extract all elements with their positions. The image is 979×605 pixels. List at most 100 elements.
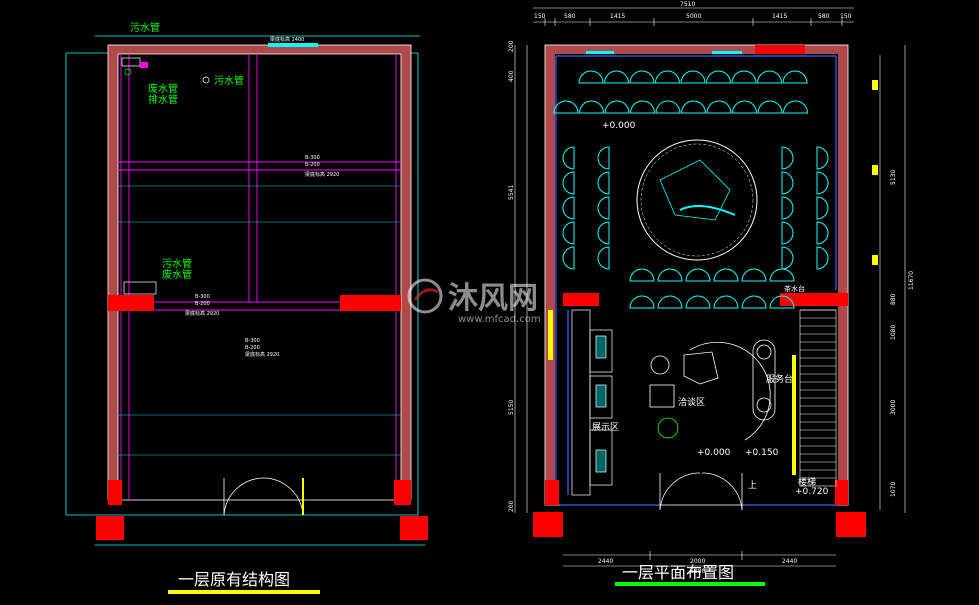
seat [604,100,630,114]
seat [781,221,794,245]
top-dim-6: 580 [818,13,830,20]
seat [816,196,829,220]
seat [562,171,575,195]
overall-bottom-dim: 6880 [690,568,705,575]
seat [562,246,575,270]
up-label: 上 [748,480,757,491]
bottom-dim-3: 2440 [782,558,797,565]
seat [562,146,575,170]
seat [781,146,794,170]
seat [553,100,579,114]
seat [629,100,656,114]
seat [756,70,783,84]
top-dim-3: 1415 [610,13,625,20]
seat [816,221,829,245]
left-dim-3: 5541 [508,185,515,200]
pipe-label-2: 污水管 [214,74,244,87]
top-dim-1: 150 [534,13,546,20]
seat [781,171,794,195]
seat [757,100,783,114]
right-dim-1: 5130 [890,170,897,185]
seat [781,246,794,270]
seat [782,70,808,84]
round-rug [636,139,758,261]
seat [731,70,757,84]
seat [706,100,732,114]
beam-label-9: 梁底标高 2920 [245,351,279,358]
seat [629,70,655,84]
seat [741,295,767,309]
seat [816,246,829,270]
watermark-url: www.mfcad.com [458,314,541,325]
right-dim-4: 3000 [890,400,897,415]
seat [685,295,711,309]
seat [657,295,683,309]
seat [629,295,655,309]
left-dim-4: 5150 [508,400,515,415]
seat [731,100,758,114]
level-mark-3: +0.150 [745,448,779,458]
beam-label-2: B-200 [305,162,320,168]
beam-label-1: B-300 [305,155,320,161]
level-mark-2: +0.000 [697,448,731,458]
seat [578,100,605,114]
seat [816,146,829,170]
seat [655,100,681,114]
level-mark-4: +0.720 [795,487,829,497]
seat [705,70,732,84]
seat [769,295,795,309]
beam-label-4: B-300 [195,294,210,300]
beam-label-6: 梁底标高 2920 [185,310,219,317]
seat [680,100,707,114]
seat [657,268,683,282]
overall-top-dim: 7510 [680,1,695,8]
overall-right-dim: 11670 [908,271,915,290]
seat [713,268,739,282]
pipe-label-4: 排水管 [148,93,178,106]
seat [597,171,610,195]
left-structure-plan: 污水管 污水管 废水管 排水管 污水管 废水管 梁底标高 2400 B-300 … [65,21,428,594]
pipe-label-3: 废水管 [148,82,178,95]
seat [781,196,794,220]
pipe-label-5: 污水管 [162,257,192,270]
reception-label: 服务台 [766,373,793,385]
left-dim-5: 200 [508,500,515,512]
stairs-label: 楼梯 [798,476,816,488]
left-dim-1: 200 [508,40,515,52]
seat [629,268,655,282]
seat [680,70,706,84]
right-layout-plan: +0.000 +0.000 +0.150 +0.720 洽谈区 展示区 楼梯 服… [508,1,915,586]
seat [782,100,809,114]
bottom-dim-1: 2440 [598,558,613,565]
pipe-label-6: 废水管 [162,268,192,281]
seat [562,221,575,245]
seat [597,246,610,270]
bottom-dim-2: 2000 [690,558,705,565]
left-dim-2: 400 [508,70,515,82]
level-mark-1: +0.000 [602,121,636,131]
pipe-label-1: 污水管 [130,21,160,34]
seat [769,268,795,282]
watermark: 沐风网 www.mfcad.com [407,278,541,325]
seat [578,70,604,84]
beam-label-8: B-200 [245,345,260,351]
top-dim-4: 5000 [686,13,701,20]
top-dim-5: 1415 [772,13,787,20]
seat [597,146,610,170]
stage-label: 茶水台 [784,284,805,293]
negotiation-area-label: 洽谈区 [678,396,705,408]
left-plan-title: 一层原有结构图 [178,570,290,589]
right-dim-5: 1070 [890,482,897,497]
seat [597,196,610,220]
right-dim-3: 1080 [890,325,897,340]
beam-label-7: B-300 [245,338,260,344]
seat [654,70,681,84]
seat [816,171,829,195]
top-dim-2: 580 [564,13,576,20]
seat [603,70,630,84]
display-area-label: 展示区 [592,422,619,433]
top-dim-7: 150 [840,13,852,20]
watermark-brand: 沐风网 [448,281,538,316]
seat [741,268,767,282]
